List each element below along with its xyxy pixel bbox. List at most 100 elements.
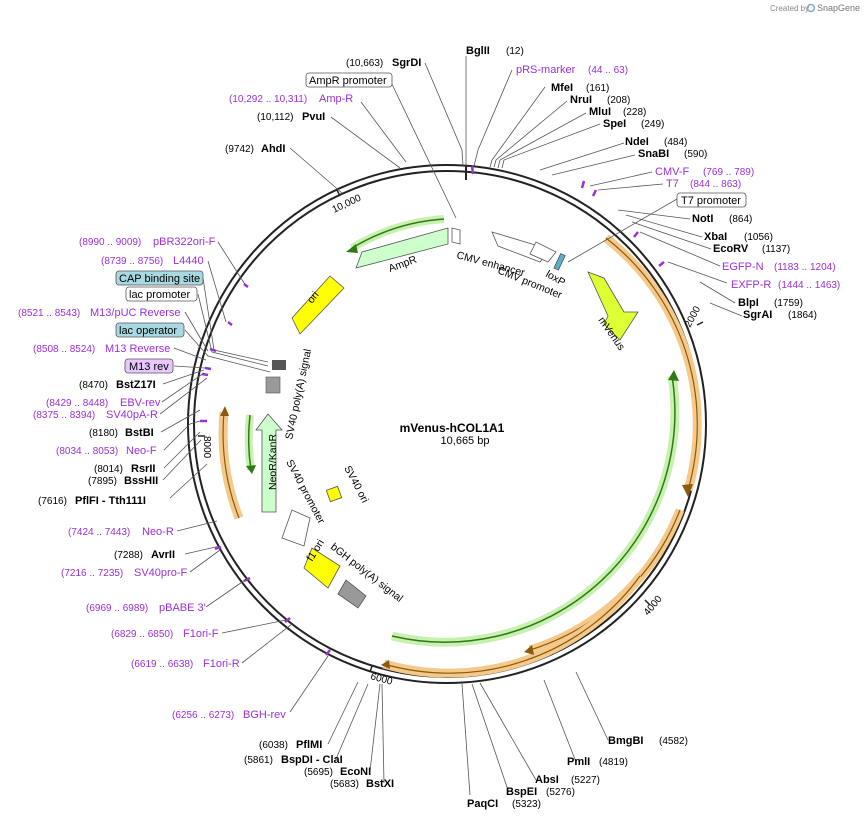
- primer-label: M13 Reverse: [105, 343, 170, 355]
- site-pos: (161): [586, 83, 609, 94]
- primer-label: EXFP-R: [731, 279, 771, 291]
- tick-10000: [336, 189, 341, 197]
- primer-pos: (6829 .. 6850): [111, 629, 173, 640]
- primer-label: EGFP-N: [722, 261, 764, 273]
- primer-label: F1ori-R: [203, 658, 240, 670]
- orange-arc-1: [605, 237, 698, 491]
- loxp-marker: [553, 253, 566, 271]
- primer-label: SV40pro-F: [134, 567, 187, 579]
- primer-pos: (8375 .. 8394): [33, 410, 95, 421]
- site-label: PvuI: [302, 111, 325, 123]
- orange-arrowhead-3: [381, 660, 390, 669]
- site-pos: (5227): [571, 775, 600, 786]
- site-pos: (484): [664, 137, 687, 148]
- site-label: BssHII: [124, 475, 158, 487]
- site-pos: (5683): [330, 779, 359, 790]
- site-label: NruI: [570, 94, 592, 106]
- site-pos: (228): [623, 107, 646, 118]
- site-pos: (1137): [762, 244, 790, 255]
- site-pos: (1864): [788, 310, 817, 321]
- mvenus-cds-arc: [391, 375, 676, 643]
- site-label: BstZ17I: [116, 379, 156, 391]
- bgh-polya-box: [337, 579, 367, 609]
- site-label: M13 rev: [129, 361, 169, 373]
- orange-arrowhead-2: [524, 645, 534, 655]
- tick-label-8000: 8000: [201, 436, 212, 459]
- site-label: CAP binding site: [119, 273, 200, 285]
- tick-label-4000: 4000: [642, 593, 665, 617]
- site-label: PaqCI: [467, 798, 498, 810]
- primer-label: Amp-R: [319, 93, 353, 105]
- ampr-arrow: [355, 227, 449, 269]
- site-pos: (12): [506, 46, 524, 57]
- primer-label: L4440: [173, 255, 204, 267]
- mvenus-cds-glow: [390, 375, 680, 647]
- m13-rev-box: [124, 358, 174, 374]
- backbone-outer: [187, 164, 707, 684]
- primer-label: BGH-rev: [243, 709, 286, 721]
- primer-label: EBV-rev: [120, 397, 161, 409]
- primer-pos: (8508 .. 8524): [33, 344, 95, 355]
- site-label: lac operator: [119, 325, 177, 337]
- primer-pos: (6969 .. 6989): [86, 603, 148, 614]
- primer-pos: (6619 .. 6638): [131, 659, 193, 670]
- primer-pos: (6256 .. 6273): [172, 710, 234, 721]
- site-pos: (8180): [89, 428, 118, 439]
- primer-label: pRS-marker: [516, 64, 576, 76]
- site-pos: (7895): [88, 476, 117, 487]
- primer-pos: (8034 .. 8053): [56, 446, 118, 457]
- primer-pos: (44 .. 63): [588, 65, 628, 76]
- ampr-promoter-arrow: [451, 227, 461, 245]
- orange-arc-3: [383, 575, 641, 674]
- site-label: NdeI: [625, 136, 649, 148]
- mvenus-arrow: [587, 271, 639, 341]
- sv40-ori-box: [325, 485, 343, 503]
- primer-label: F1ori-F: [183, 628, 219, 640]
- primer-pos: (1444 .. 1463): [778, 280, 840, 291]
- primer-label: pBR322ori-F: [153, 236, 216, 248]
- primer-label: Neo-F: [126, 445, 157, 457]
- site-label: BstXI: [366, 778, 394, 790]
- t7-promoter-box: [676, 192, 747, 208]
- site-label: BmgBI: [608, 735, 643, 747]
- site-label: AvrII: [151, 549, 175, 561]
- lac-operator-box: [115, 322, 185, 338]
- site-label: AmpR promoter: [309, 75, 387, 87]
- orange-arrowhead-4: [220, 406, 229, 416]
- site-pos: (5695): [304, 767, 333, 778]
- tick-4000: [644, 599, 651, 606]
- tick-6000: [369, 665, 373, 673]
- credit-text: Created by: [770, 4, 809, 13]
- plasmid-size: 10,665 bp: [441, 435, 490, 447]
- site-label: AhdI: [261, 143, 285, 155]
- primer-label: pBABE 3': [159, 602, 206, 614]
- site-pos: (5276): [546, 787, 575, 798]
- site-label: PflFI - Tth111I: [75, 495, 146, 507]
- site-pos: (7288): [114, 550, 143, 561]
- site-label: SnaBI: [638, 148, 669, 160]
- primer-pos: (844 .. 863): [690, 179, 741, 190]
- site-pos: (7616): [38, 496, 67, 507]
- site-label: EcoRV: [713, 243, 749, 255]
- tick-label-6000: 6000: [369, 671, 394, 687]
- tick-label-2000: 2000: [683, 304, 703, 329]
- site-label: SgrAI: [743, 309, 772, 321]
- site-label: BstBI: [125, 427, 154, 439]
- primer-label: CMV-F: [655, 166, 690, 178]
- primer-label: SV40pA-R: [106, 409, 158, 421]
- primer-pos: (7424 .. 7443): [68, 527, 130, 538]
- ampr-cds-arrowhead: [346, 244, 358, 253]
- primer-label: M13/pUC Reverse: [90, 307, 180, 319]
- ampr-cds-arc: [351, 218, 445, 249]
- neo-kanr-label: NeoR/KanR: [267, 434, 279, 490]
- lac-promoter-box: [125, 286, 198, 302]
- leader-lines: [159, 56, 743, 796]
- site-label: PflMI: [296, 739, 322, 751]
- primer-label: T7: [666, 178, 679, 190]
- site-pos: (864): [729, 214, 752, 225]
- f1-ori-arrow: [303, 547, 341, 589]
- neo-kanr-arrow: [255, 413, 283, 513]
- site-pos: (249): [641, 119, 664, 130]
- site-label: T7 promoter: [681, 195, 741, 207]
